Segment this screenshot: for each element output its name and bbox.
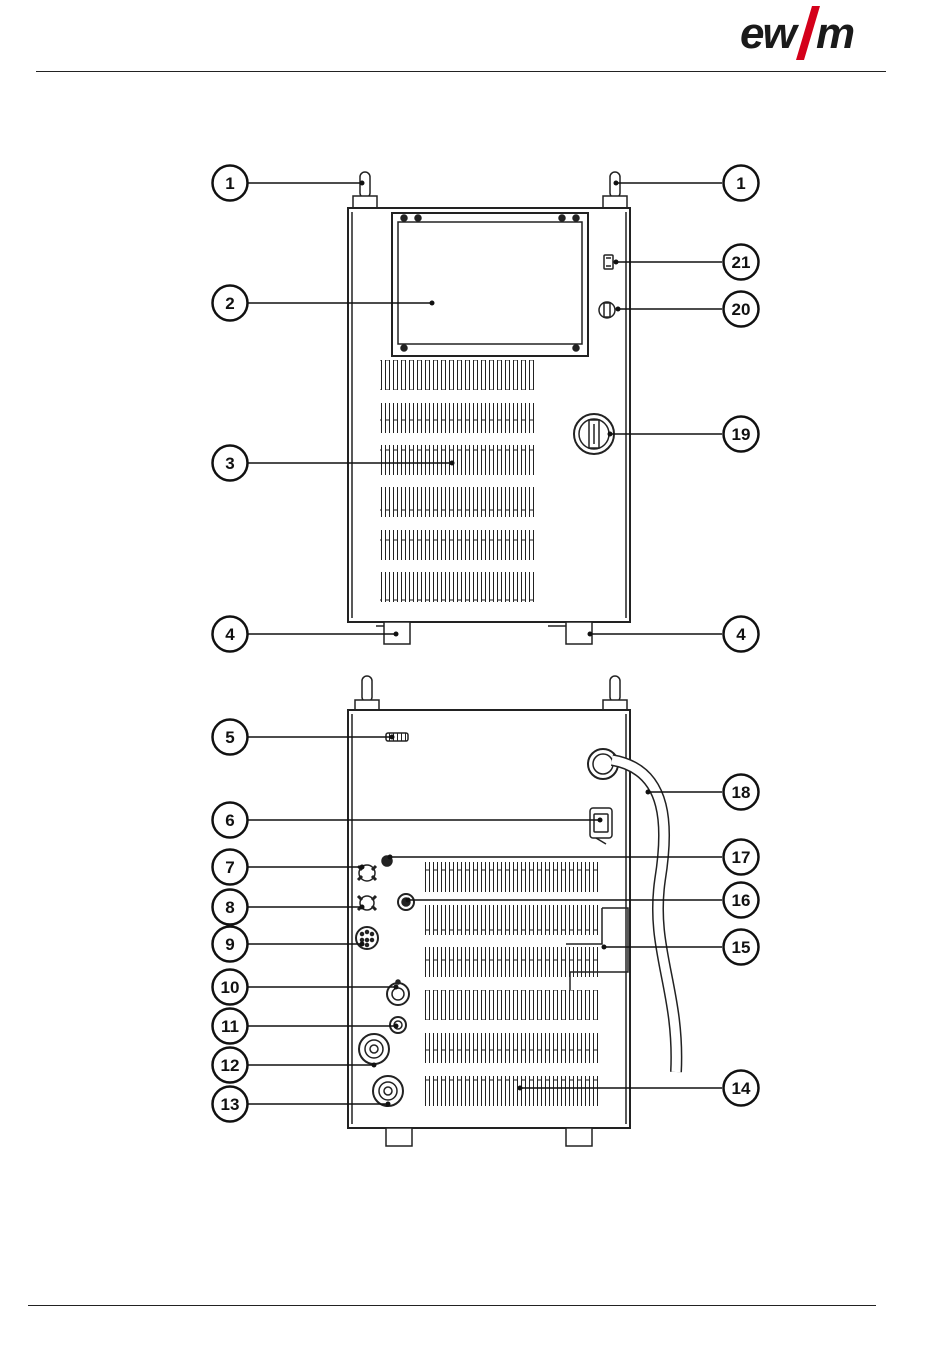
callout-11: 11 xyxy=(213,1009,248,1044)
callout-10: 10 xyxy=(213,970,248,1005)
callout-17: 17 xyxy=(724,840,759,875)
svg-text:14: 14 xyxy=(732,1079,751,1098)
svg-text:4: 4 xyxy=(225,625,235,644)
callout-2: 2 xyxy=(213,286,248,321)
svg-text:6: 6 xyxy=(225,811,234,830)
callout-1-right: 1 xyxy=(724,166,759,201)
callout-16: 16 xyxy=(724,883,759,918)
svg-text:20: 20 xyxy=(732,300,751,319)
svg-text:8: 8 xyxy=(225,898,234,917)
rear-lifting-eye-right xyxy=(603,676,627,710)
svg-text:11: 11 xyxy=(221,1017,239,1036)
callout-14: 14 xyxy=(724,1071,759,1106)
callout-13: 13 xyxy=(213,1087,248,1122)
svg-text:2: 2 xyxy=(225,294,234,313)
svg-text:9: 9 xyxy=(225,935,234,954)
callout-20: 20 xyxy=(724,292,759,327)
callout-18: 18 xyxy=(724,775,759,810)
lifting-eye-left xyxy=(353,172,377,208)
callout-6: 6 xyxy=(213,803,248,838)
rear-foot-right xyxy=(566,1128,592,1146)
svg-text:10: 10 xyxy=(221,978,240,997)
svg-text:17: 17 xyxy=(732,848,751,867)
svg-text:1: 1 xyxy=(736,174,745,193)
svg-text:5: 5 xyxy=(225,728,234,747)
svg-text:21: 21 xyxy=(732,253,751,272)
svg-text:7: 7 xyxy=(225,858,234,877)
svg-text:19: 19 xyxy=(732,425,751,444)
callout-15: 15 xyxy=(724,930,759,965)
svg-text:4: 4 xyxy=(736,625,746,644)
callout-4-left: 4 xyxy=(213,617,248,652)
svg-text:1: 1 xyxy=(225,174,234,193)
svg-text:13: 13 xyxy=(221,1095,240,1114)
svg-text:15: 15 xyxy=(732,938,751,957)
callout-12: 12 xyxy=(213,1048,248,1083)
svg-text:18: 18 xyxy=(732,783,751,802)
display-panel xyxy=(392,213,588,356)
rear-view xyxy=(348,676,676,1146)
svg-text:16: 16 xyxy=(732,891,751,910)
callout-7: 7 xyxy=(213,850,248,885)
svg-text:3: 3 xyxy=(225,454,234,473)
callout-9: 9 xyxy=(213,927,248,962)
callout-1-left: 1 xyxy=(213,166,248,201)
callout-21: 21 xyxy=(724,245,759,280)
lifting-eye-right xyxy=(603,172,627,208)
front-view xyxy=(348,172,630,644)
callout-5: 5 xyxy=(213,720,248,755)
control-socket xyxy=(590,808,612,844)
callout-4-right: 4 xyxy=(724,617,759,652)
svg-text:12: 12 xyxy=(221,1056,240,1075)
callout-19: 19 xyxy=(724,417,759,452)
callout-3: 3 xyxy=(213,446,248,481)
rear-lifting-eye-left xyxy=(355,676,379,710)
rear-foot-left xyxy=(386,1128,412,1146)
callout-8: 8 xyxy=(213,890,248,925)
